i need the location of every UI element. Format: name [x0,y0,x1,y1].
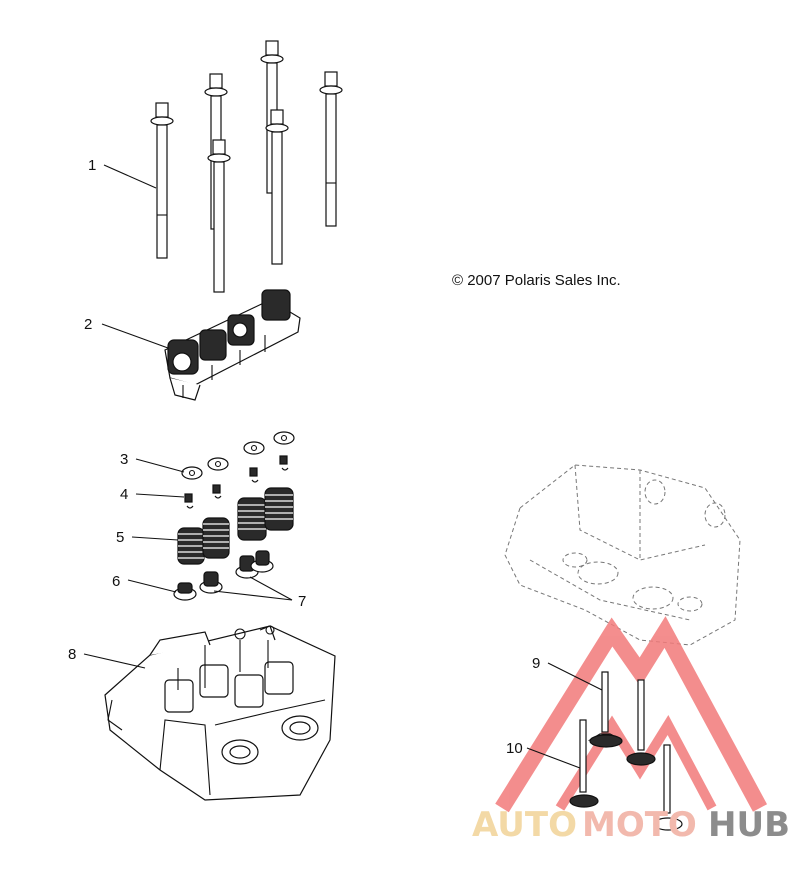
valve-seal-icon [199,571,223,594]
valve-icon [587,671,623,748]
valve-icon [569,719,599,808]
callout-1: 1 [88,157,96,174]
spring-seat-icon [173,582,197,601]
valve-spring-icon [202,517,230,559]
leader-lines [83,164,603,769]
callout-labels: 1 2 3 4 5 6 7 8 9 10 [68,157,540,757]
cylinder-head-icon [104,625,336,801]
valve-spring-icon [237,497,267,541]
keepers [184,455,289,509]
bolt-icon [265,109,289,265]
watermark-text: AUTO MOTO HUB [472,805,790,845]
watermark-auto: AUTO [472,805,577,845]
valve-icon [626,679,656,766]
bolt-icon [150,102,174,259]
callout-2: 2 [84,316,92,333]
rocker-arm-icon [164,289,301,401]
callout-9: 9 [532,655,540,672]
cylinder-head-reference [504,464,741,646]
copyright-text: © 2007 Polaris Sales Inc. [452,272,621,289]
callout-4: 4 [120,486,128,503]
valve-spring-icon [177,527,205,565]
watermark-hub: HUB [708,805,790,845]
valve-springs [177,487,294,565]
valve-seal-icon [250,550,274,573]
callout-10: 10 [506,740,523,757]
callout-3: 3 [120,451,128,468]
bolt-icon [207,139,231,293]
callout-8: 8 [68,646,76,663]
valve-icon [653,744,683,831]
watermark-logo [495,616,768,813]
callout-5: 5 [116,529,124,546]
callout-7: 7 [298,593,306,610]
valve-spring-icon [264,487,294,531]
retainers [181,431,295,480]
callout-6: 6 [112,573,120,590]
watermark-moto: MOTO [582,805,697,845]
bolt-icon [319,71,343,227]
head-bolts [150,40,343,293]
